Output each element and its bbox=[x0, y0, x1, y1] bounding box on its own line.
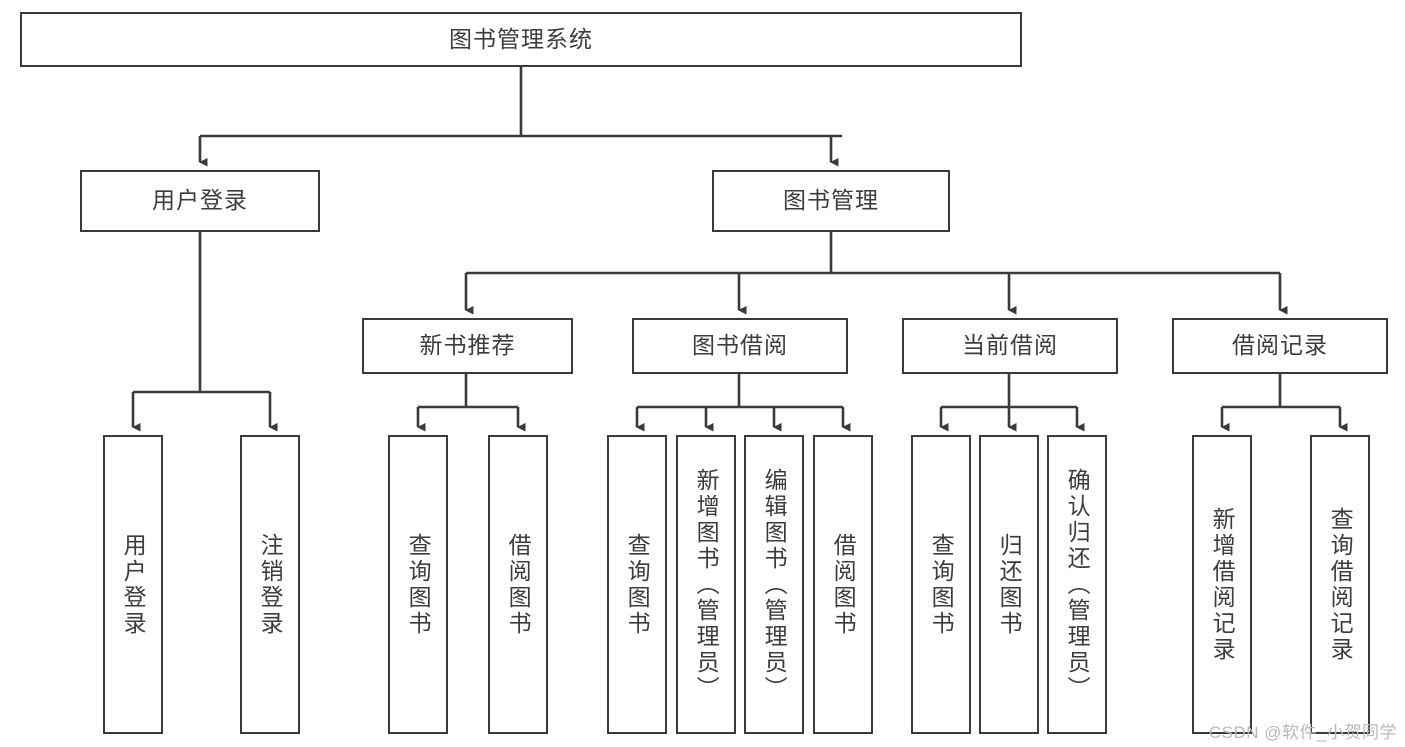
leaf-new-book-query[interactable]: 查询图书 bbox=[388, 435, 448, 734]
leaf-label: 确认归还（管理员） bbox=[1064, 467, 1091, 702]
leaf-label: 借阅图书 bbox=[830, 532, 857, 637]
leaf-label: 查询图书 bbox=[624, 532, 651, 637]
leaf-label: 新增借阅记录 bbox=[1209, 506, 1236, 663]
node-borrow-record[interactable]: 借阅记录 bbox=[1172, 318, 1388, 374]
leaf-user-login-login[interactable]: 用户登录 bbox=[103, 435, 163, 734]
leaf-label: 查询借阅记录 bbox=[1327, 506, 1354, 663]
leaf-book-borrow-edit[interactable]: 编辑图书（管理员） bbox=[744, 435, 804, 734]
leaf-current-borrow-query[interactable]: 查询图书 bbox=[911, 435, 971, 734]
leaf-label: 查询图书 bbox=[405, 532, 432, 637]
leaf-borrow-record-add[interactable]: 新增借阅记录 bbox=[1192, 435, 1252, 734]
leaf-current-borrow-confirm[interactable]: 确认归还（管理员） bbox=[1047, 435, 1107, 734]
leaf-current-borrow-return[interactable]: 归还图书 bbox=[979, 435, 1039, 734]
leaf-new-book-borrow[interactable]: 借阅图书 bbox=[488, 435, 548, 734]
leaf-label: 新增图书（管理员） bbox=[693, 467, 720, 702]
leaf-label: 借阅图书 bbox=[505, 532, 532, 637]
node-new-book-recommend[interactable]: 新书推荐 bbox=[362, 318, 573, 374]
csdn-watermark: CSDN @软件_小贺同学 bbox=[1208, 723, 1397, 742]
node-book-borrow[interactable]: 图书借阅 bbox=[632, 318, 848, 374]
node-book-management[interactable]: 图书管理 bbox=[712, 170, 950, 232]
node-user-login[interactable]: 用户登录 bbox=[80, 170, 320, 232]
leaf-label: 归还图书 bbox=[996, 532, 1023, 637]
leaf-book-borrow-query[interactable]: 查询图书 bbox=[607, 435, 667, 734]
leaf-label: 用户登录 bbox=[120, 532, 147, 637]
leaf-borrow-record-query[interactable]: 查询借阅记录 bbox=[1310, 435, 1370, 734]
leaf-user-login-logout[interactable]: 注销登录 bbox=[240, 435, 300, 734]
leaf-book-borrow-borrow[interactable]: 借阅图书 bbox=[813, 435, 873, 734]
leaf-label: 查询图书 bbox=[928, 532, 955, 637]
node-current-borrow[interactable]: 当前借阅 bbox=[902, 318, 1118, 374]
node-root-system[interactable]: 图书管理系统 bbox=[20, 12, 1022, 67]
leaf-label: 编辑图书（管理员） bbox=[761, 467, 788, 702]
leaf-book-borrow-add[interactable]: 新增图书（管理员） bbox=[676, 435, 736, 734]
leaf-label: 注销登录 bbox=[257, 532, 284, 637]
